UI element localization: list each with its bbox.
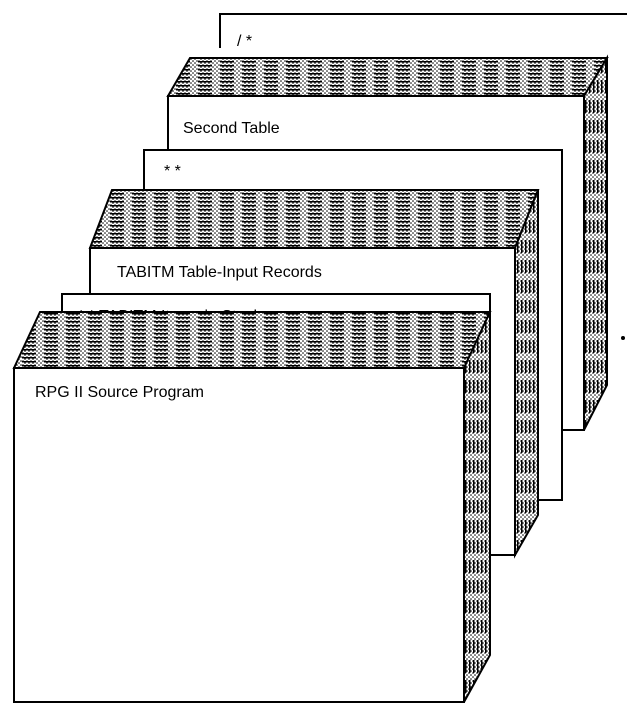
deck-end-of-file-card: / * (219, 13, 627, 50)
stray-dot (621, 336, 625, 340)
deck-label-rpg-source: RPG II Source Program (35, 384, 204, 401)
deck-label-eof: / * (237, 33, 252, 50)
deck-label-table-input-records: TABITM Table-Input Records (117, 264, 322, 281)
deck-rpg-source-program: RPG II Source Program (12, 311, 492, 703)
deck-label-second-table: Second Table (183, 120, 280, 137)
deck-label-separator: * * (164, 163, 181, 180)
